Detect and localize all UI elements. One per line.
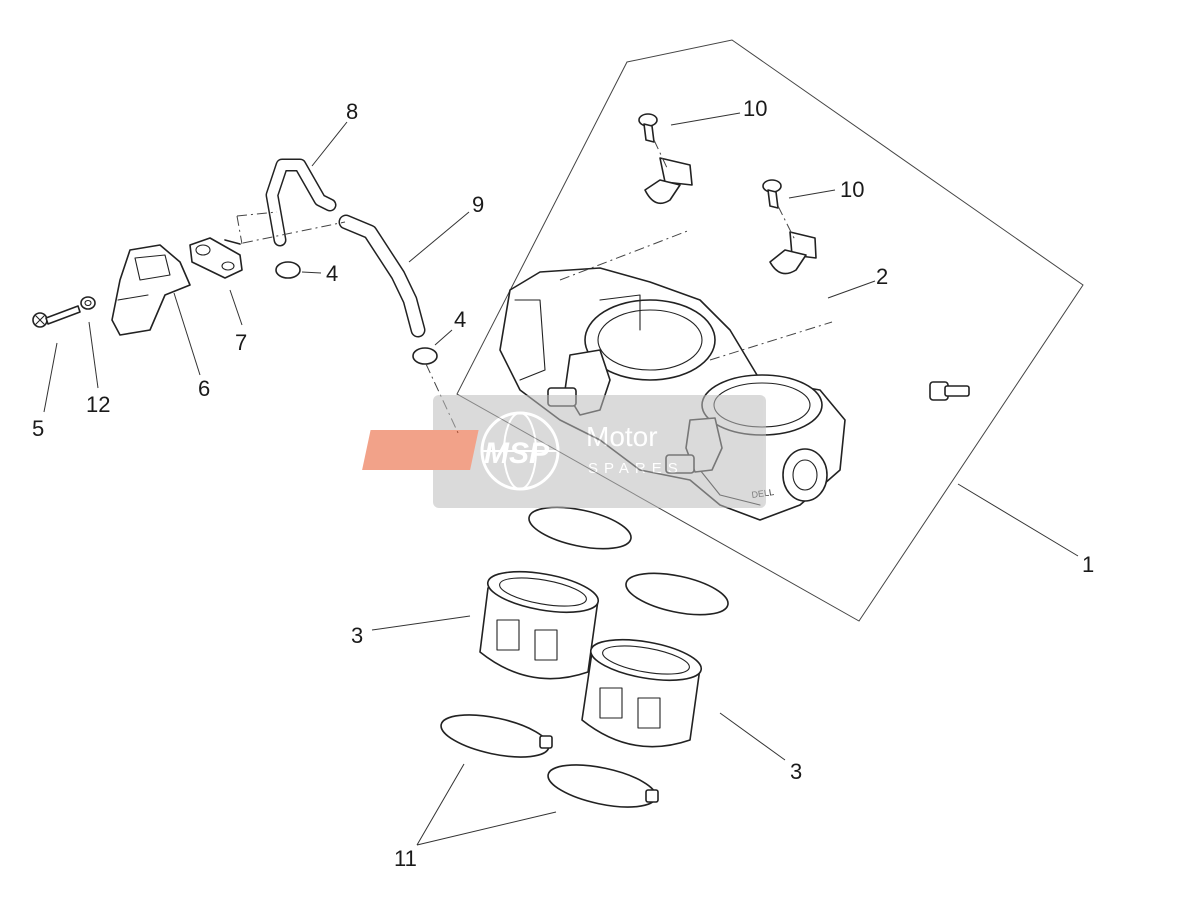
- watermark-logo-badge: [362, 430, 479, 470]
- clip-4b: [412, 347, 438, 365]
- callout-4b: 4: [454, 307, 466, 332]
- band-clamp-11b: [547, 764, 659, 808]
- callout-8: 8: [346, 99, 358, 124]
- sensor-bracket: [189, 237, 243, 279]
- fuel-rail: [610, 156, 970, 401]
- watermark: MSP Motor SPARES: [362, 395, 766, 508]
- callouts: 1 2 3 3 4 4 5 6 7 8 9 10 10 11 12: [32, 96, 1094, 871]
- watermark-background: [433, 395, 766, 508]
- callout-11: 11: [394, 846, 417, 871]
- leader-lines: [43, 112, 1079, 846]
- pressure-sensor: [111, 244, 191, 336]
- callout-6: 6: [198, 376, 210, 401]
- hose-9: [338, 214, 426, 338]
- bolt-10a: [638, 113, 658, 143]
- callout-2: 2: [876, 264, 888, 289]
- callout-12: 12: [86, 392, 110, 417]
- callout-3b: 3: [790, 759, 802, 784]
- callout-3a: 3: [351, 623, 363, 648]
- callout-10b: 10: [840, 177, 864, 202]
- clip-4a: [275, 261, 301, 279]
- watermark-line1: Motor: [586, 421, 658, 452]
- callout-10a: 10: [743, 96, 767, 121]
- assembly-frame: [456, 39, 1084, 622]
- intake-manifold-3b: [581, 638, 703, 748]
- bolt-10b: [762, 179, 782, 209]
- callout-9: 9: [472, 192, 484, 217]
- watermark-line2: SPARES: [588, 460, 684, 477]
- callout-1: 1: [1082, 552, 1094, 577]
- watermark-brand: MSP: [484, 437, 550, 470]
- callout-5: 5: [32, 416, 44, 441]
- callout-4a: 4: [326, 261, 338, 286]
- hose-8: [265, 158, 337, 247]
- band-clamp-top-b: [625, 572, 729, 616]
- band-clamp-top-a: [528, 506, 632, 550]
- washer-12: [80, 296, 96, 310]
- callout-7: 7: [235, 330, 247, 355]
- band-clamp-11a: [440, 714, 553, 758]
- screw-5: [32, 305, 81, 328]
- intake-manifold-3a: [479, 570, 600, 680]
